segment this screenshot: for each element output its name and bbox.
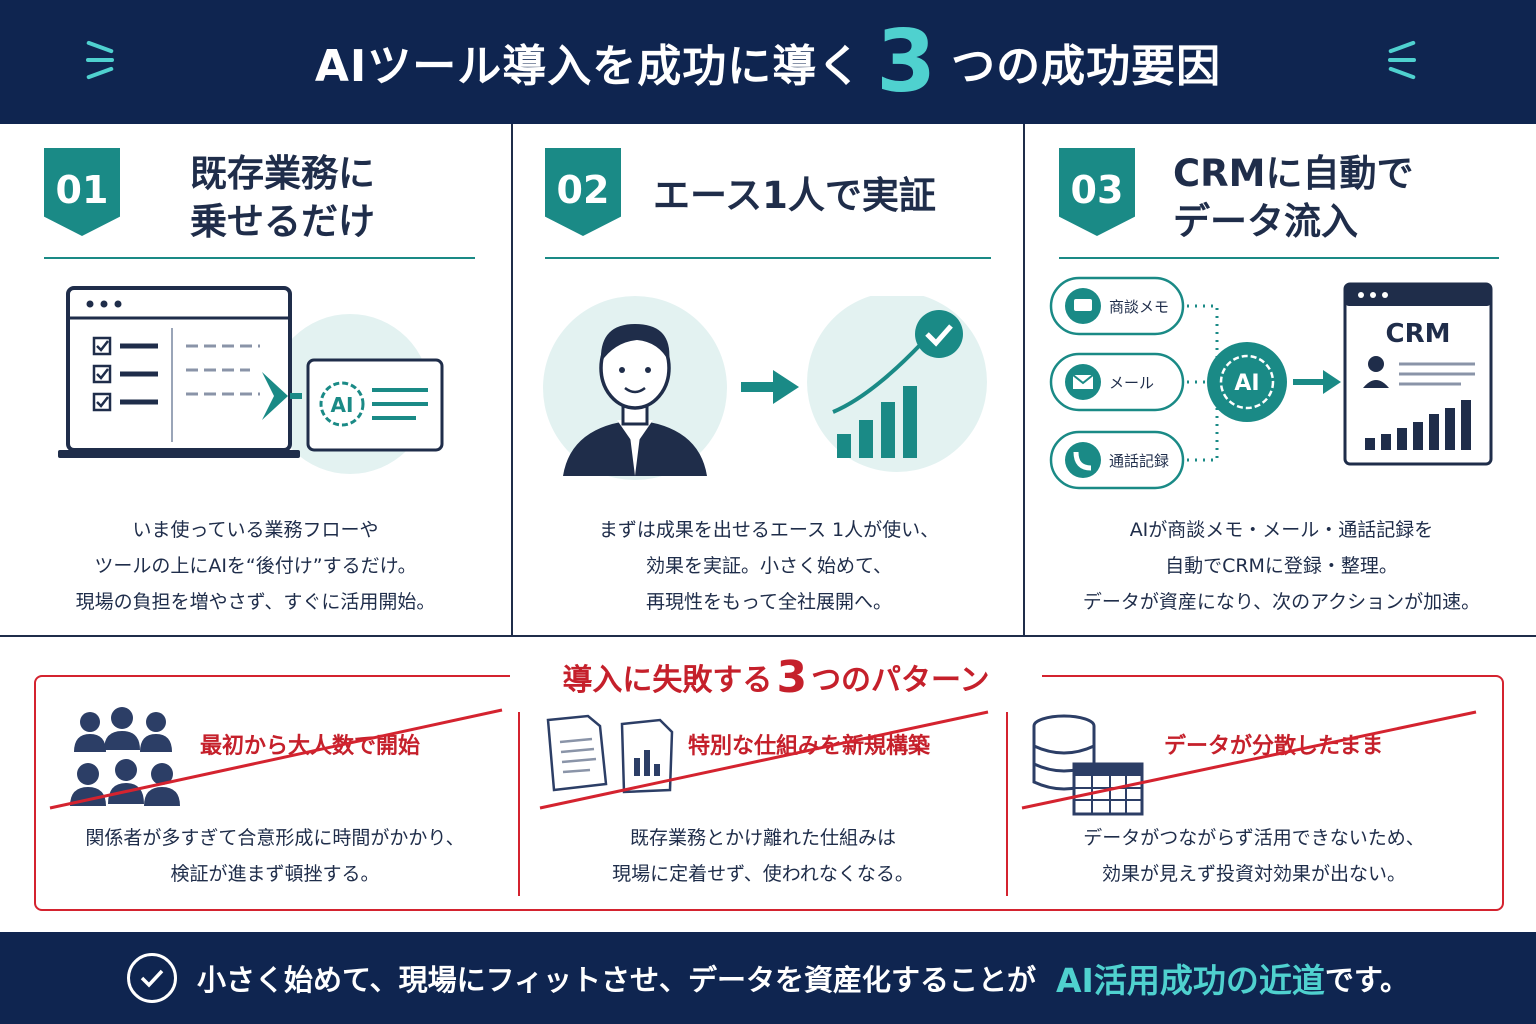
person-icon (563, 324, 707, 476)
factor-title: CRMに自動で データ流入 (1173, 150, 1413, 246)
footer-banner: 小さく始めて、現場にフィットさせ、データを資産化することが AI活用成功の近道 … (0, 932, 1536, 1024)
check-badge-icon (915, 310, 963, 358)
arrow-right-icon (1323, 370, 1341, 394)
page-title: AIツール導入を成功に導く 3 つの成功要因 (315, 19, 1221, 105)
factor-02: 02 エース1人で実証 (511, 124, 1023, 636)
failure-description: 既存業務とかけ離れた仕組みは 現場に定着せず、使われなくなる。 (528, 820, 998, 892)
divider-line (1059, 257, 1499, 259)
documents-icon (546, 714, 674, 794)
crm-window: CRM (1343, 282, 1493, 466)
factor-description: AIが商談メモ・メール・通話記録を 自動でCRMに登録・整理。 データが資産にな… (1025, 512, 1536, 620)
flow-dots (1187, 304, 1219, 462)
failure-label: 特別な仕組みを新規構築 (688, 734, 931, 759)
desc-line: 関係者が多すぎて合意形成に時間がかかり、 (85, 827, 465, 849)
factor-03: 03 CRMに自動で データ流入 商談メモ メール 通話 (1023, 124, 1536, 636)
user-icon (1368, 356, 1384, 372)
factor-title: エース1人で実証 (653, 174, 936, 217)
factor-title: 既存業務に 乗せるだけ (190, 150, 375, 246)
checklist-icon (92, 336, 158, 412)
desc-line: 現場に定着せず、使われなくなる。 (612, 863, 914, 885)
desc-line: 既存業務とかけ離れた仕組みは (629, 827, 896, 849)
failure-title-pre: 導入に失敗する (562, 663, 773, 698)
factor-title-line1: CRMに自動で (1173, 152, 1414, 195)
check-circle-icon (127, 953, 178, 1003)
factor-description: まずは成果を出せるエース 1人が使い、 効果を実証。小さく始めて、 再現性をもっ… (513, 512, 1025, 620)
failure-description: 関係者が多すぎて合意形成に時間がかかり、 検証が進まず頓挫する。 (40, 820, 510, 892)
desc-line: 効果を実証。小さく始めて、 (645, 555, 893, 577)
desc-line: データがつながらず活用できないため、 (1083, 827, 1425, 849)
failure-title-post: つのパターン (811, 663, 990, 698)
sparkle-right-icon (1388, 36, 1416, 84)
footer-message: 小さく始めて、現場にフィットさせ、データを資産化することが (197, 963, 1037, 997)
divider-line (545, 257, 991, 259)
section-divider (0, 635, 1536, 637)
factor-number-badge: 02 (545, 148, 621, 236)
failure-description: データがつながらず活用できないため、 効果が見えず投資対効果が出ない。 (1014, 820, 1494, 892)
failure-title-number: 3 (776, 651, 808, 703)
factor-number-badge: 01 (44, 148, 120, 236)
desc-line: いま使っている業務フローや (132, 519, 379, 541)
strike-line (539, 710, 989, 810)
title-text-post: つの成功要因 (951, 41, 1222, 92)
divider-line (44, 257, 475, 259)
source-label: 商談メモ (1109, 298, 1169, 316)
factor-title-line2: 乗せるだけ (190, 200, 375, 243)
desc-line: 効果が見えず投資対効果が出ない。 (1101, 863, 1406, 885)
bar-growth-chart-icon (832, 342, 923, 458)
sparkle-left-icon (86, 36, 114, 84)
laptop-base-icon (58, 450, 300, 458)
footer-tail: です。 (1324, 963, 1409, 997)
factor-title-line2: データ流入 (1173, 200, 1358, 243)
phone-icon (1065, 442, 1101, 478)
header-banner: AIツール導入を成功に導く 3 つの成功要因 (0, 0, 1536, 124)
failure-label: 最初から大人数で開始 (200, 734, 421, 759)
desc-line: 再現性をもって全社展開へ。 (645, 591, 893, 613)
arrow-right-icon (262, 372, 288, 420)
failure-divider (1006, 712, 1008, 896)
source-label: 通話記録 (1109, 452, 1169, 470)
desc-line: 現場の負担を増やさず、すぐに活用開始。 (75, 591, 436, 613)
strike-line (49, 708, 503, 810)
ace-proof-illustration (543, 296, 987, 480)
crm-flow-illustration: 商談メモ メール 通話記録 AI (1049, 276, 1493, 490)
ai-brain-icon (319, 381, 365, 427)
factor-title-line1: 既存業務に (190, 152, 375, 195)
failure-section-title: 導入に失敗する 3 つのパターン (510, 651, 1042, 703)
source-label: メール (1109, 374, 1154, 392)
strike-line (1021, 710, 1477, 810)
bar-chart-icon (1365, 400, 1471, 450)
desc-line: ツールの上にAIを“後付け”するだけ。 (94, 555, 417, 577)
ai-label: AI (331, 393, 354, 417)
source-item-mail: メール (1049, 352, 1185, 412)
title-text-pre: AIツール導入を成功に導く (314, 41, 863, 92)
factor-description: いま使っている業務フローや ツールの上にAIを“後付け”するだけ。 現場の負担を… (0, 512, 511, 620)
arrow-right-icon (741, 370, 799, 404)
desc-line: AIが商談メモ・メール・通話記録を (1129, 519, 1434, 541)
footer-highlight: AI活用成功の近道 (1056, 961, 1325, 1000)
desc-line: 自動でCRMに登録・整理。 (1165, 555, 1398, 577)
desc-line: データが資産になり、次のアクションが加速。 (1082, 591, 1481, 613)
source-item-call: 通話記録 (1049, 430, 1185, 490)
failure-divider (518, 712, 520, 896)
factor-number-badge: 03 (1059, 148, 1135, 236)
desc-line: 検証が進まず頓挫する。 (170, 863, 380, 885)
source-item-memo: 商談メモ (1049, 276, 1185, 336)
crowd-people-icon (70, 707, 180, 806)
desc-line: まずは成果を出せるエース 1人が使い、 (598, 519, 940, 541)
factor-01: 01 既存業務に 乗せるだけ AI (0, 124, 511, 636)
laptop-ai-illustration: AI (58, 286, 444, 474)
ai-label: AI (1234, 371, 1259, 396)
crm-label: CRM (1386, 319, 1451, 349)
ai-brain-icon (1207, 342, 1287, 422)
database-spreadsheet-icon (1032, 714, 1144, 816)
title-number: 3 (876, 12, 938, 112)
